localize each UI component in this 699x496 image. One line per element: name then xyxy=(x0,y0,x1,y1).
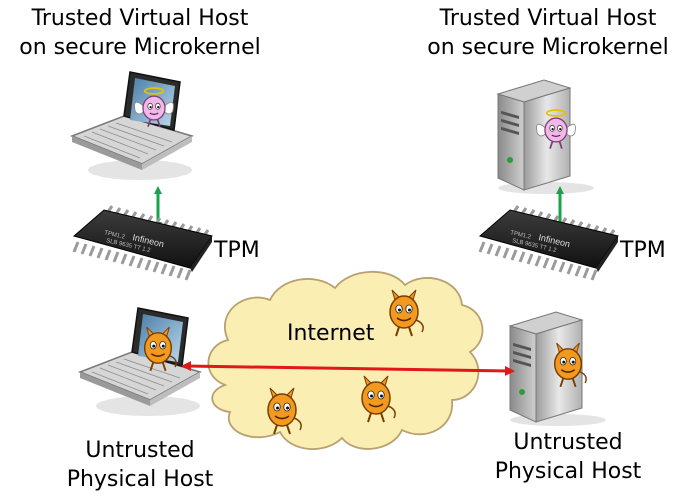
untrusted-host-laptop-left xyxy=(79,307,201,417)
label-untrusted-right: Untrusted Physical Host xyxy=(494,430,642,484)
label-internet: Internet xyxy=(287,321,375,346)
svg-text:TPM1.2: TPM1.2 xyxy=(510,230,532,241)
tpm-chip-right: Infineon TPM1.2 SLB 9635 TT 1.2 xyxy=(478,204,620,282)
trusted-host-server-right xyxy=(497,79,595,195)
label-tpm-left: TPM xyxy=(214,238,260,263)
label-untrusted-left: Untrusted Physical Host xyxy=(66,438,214,492)
internet-cloud xyxy=(207,270,484,450)
tpm-chip-left: Infineon TPM1.2 SLB 9635 TT 1.2 xyxy=(72,204,214,282)
svg-text:TPM1.2: TPM1.2 xyxy=(104,230,126,241)
label-trusted-left: Trusted Virtual Host on secure Microkern… xyxy=(19,6,261,60)
label-tpm-right: TPM xyxy=(620,238,666,263)
untrusted-host-server-right xyxy=(509,311,607,427)
trusted-host-laptop-left xyxy=(71,71,193,181)
label-trusted-right: Trusted Virtual Host on secure Microkern… xyxy=(427,6,669,60)
network-link xyxy=(181,361,515,376)
